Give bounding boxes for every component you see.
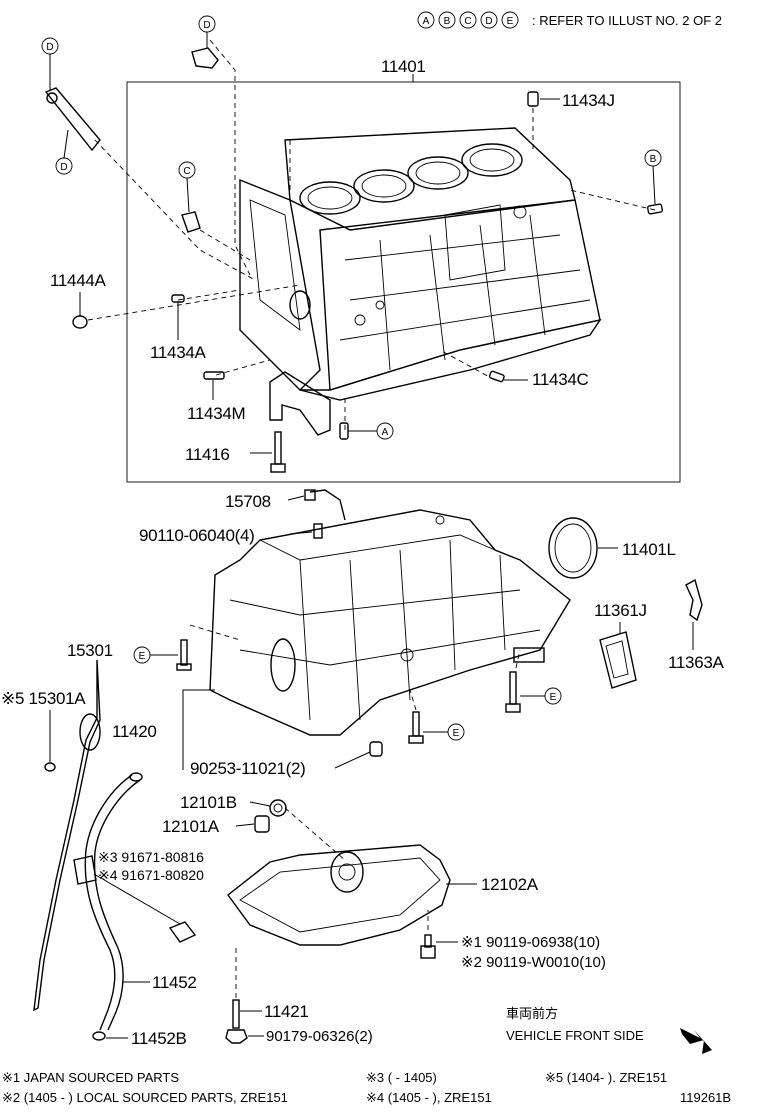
- label-90179: 90179-06326(2): [266, 1028, 373, 1045]
- label-11421: 11421: [264, 1002, 309, 1021]
- callout-c-left: C: [183, 166, 190, 177]
- ref-letter-b: B: [444, 16, 451, 27]
- callout-d-left-top: D: [46, 42, 53, 53]
- ref-letter-a: A: [423, 16, 430, 27]
- callout-b-right: B: [650, 154, 657, 165]
- label-11452b: 11452B: [131, 1029, 187, 1048]
- footnote-2: ※2 (1405 - ) LOCAL SOURCED PARTS, ZRE151: [2, 1090, 288, 1105]
- footnote-3: ※3 ( - 1405): [366, 1070, 437, 1085]
- callout-e-15301: E: [139, 651, 146, 662]
- footnote-4: ※4 (1405 - ), ZRE151: [366, 1090, 492, 1105]
- label-11452: 11452: [152, 973, 197, 992]
- label-11434a: 11434A: [150, 343, 207, 362]
- vehicle-front-jp: 車両前方: [506, 1006, 558, 1021]
- label-11434m: 11434M: [187, 404, 245, 423]
- vehicle-front-en: VEHICLE FRONT SIDE: [506, 1028, 644, 1043]
- label-11420: 11420: [112, 722, 157, 741]
- label-15301: 15301: [67, 641, 113, 660]
- block-small-parts: [44, 47, 663, 473]
- label-91671-80820: ※4 91671-80820: [98, 867, 204, 883]
- label-11444a: 11444A: [50, 271, 107, 290]
- label-15708: 15708: [225, 492, 271, 511]
- callout-e-11420a: E: [550, 692, 557, 703]
- cylinder-block-frame: [126, 81, 681, 483]
- label-12101a: 12101A: [162, 817, 220, 836]
- callout-e-11420b: E: [453, 728, 460, 739]
- label-11416: 11416: [185, 445, 230, 464]
- label-11401l: 11401L: [622, 540, 676, 559]
- footnote-5: ※5 (1404- ). ZRE151: [545, 1070, 667, 1085]
- ref-letter-d: D: [485, 16, 492, 27]
- ref-note: : REFER TO ILLUST NO. 2 OF 2: [532, 13, 722, 28]
- label-15301a: ※5 15301A: [1, 689, 86, 708]
- upper-pan-small-parts: [176, 489, 703, 757]
- oil-pan-upper-drawing: [209, 509, 571, 736]
- label-11361j: 11361J: [594, 601, 647, 620]
- ref-legend: A B C D E : REFER TO ILLUST NO. 2 OF 2: [417, 11, 722, 29]
- label-12101b: 12101B: [180, 793, 237, 812]
- label-90119-w0010: ※2 90119-W0010(10): [461, 954, 606, 971]
- ref-letter-e: E: [507, 16, 514, 27]
- ref-letter-c: C: [464, 16, 471, 27]
- cylinder-block-drawing: [239, 127, 602, 401]
- label-11434j: 11434J: [562, 91, 615, 110]
- label-91671-80816: ※3 91671-80816: [98, 849, 204, 865]
- label-12102a: 12102A: [481, 875, 539, 894]
- callout-d-top: D: [203, 20, 210, 31]
- illustration-number: 119261B: [680, 1090, 731, 1105]
- oil-pan-lower-drawing: [225, 799, 451, 1044]
- footnote-1: ※1 JAPAN SOURCED PARTS: [2, 1070, 179, 1085]
- block-callouts: D D D C B A: [41, 15, 662, 440]
- label-11434c: 11434C: [532, 370, 589, 389]
- label-90253: 90253-11021(2): [190, 759, 306, 778]
- vehicle-front-arrow-icon: [680, 1028, 712, 1054]
- label-90119-06938: ※1 90119-06938(10): [461, 934, 600, 951]
- label-11401: 11401: [381, 57, 426, 76]
- label-90110: 90110-06040(4): [139, 526, 255, 545]
- callout-a-bottom: A: [382, 427, 389, 438]
- label-11363a: 11363A: [668, 653, 725, 672]
- dipstick-drawing: [33, 659, 197, 1041]
- callout-d-left-bottom: D: [60, 162, 67, 173]
